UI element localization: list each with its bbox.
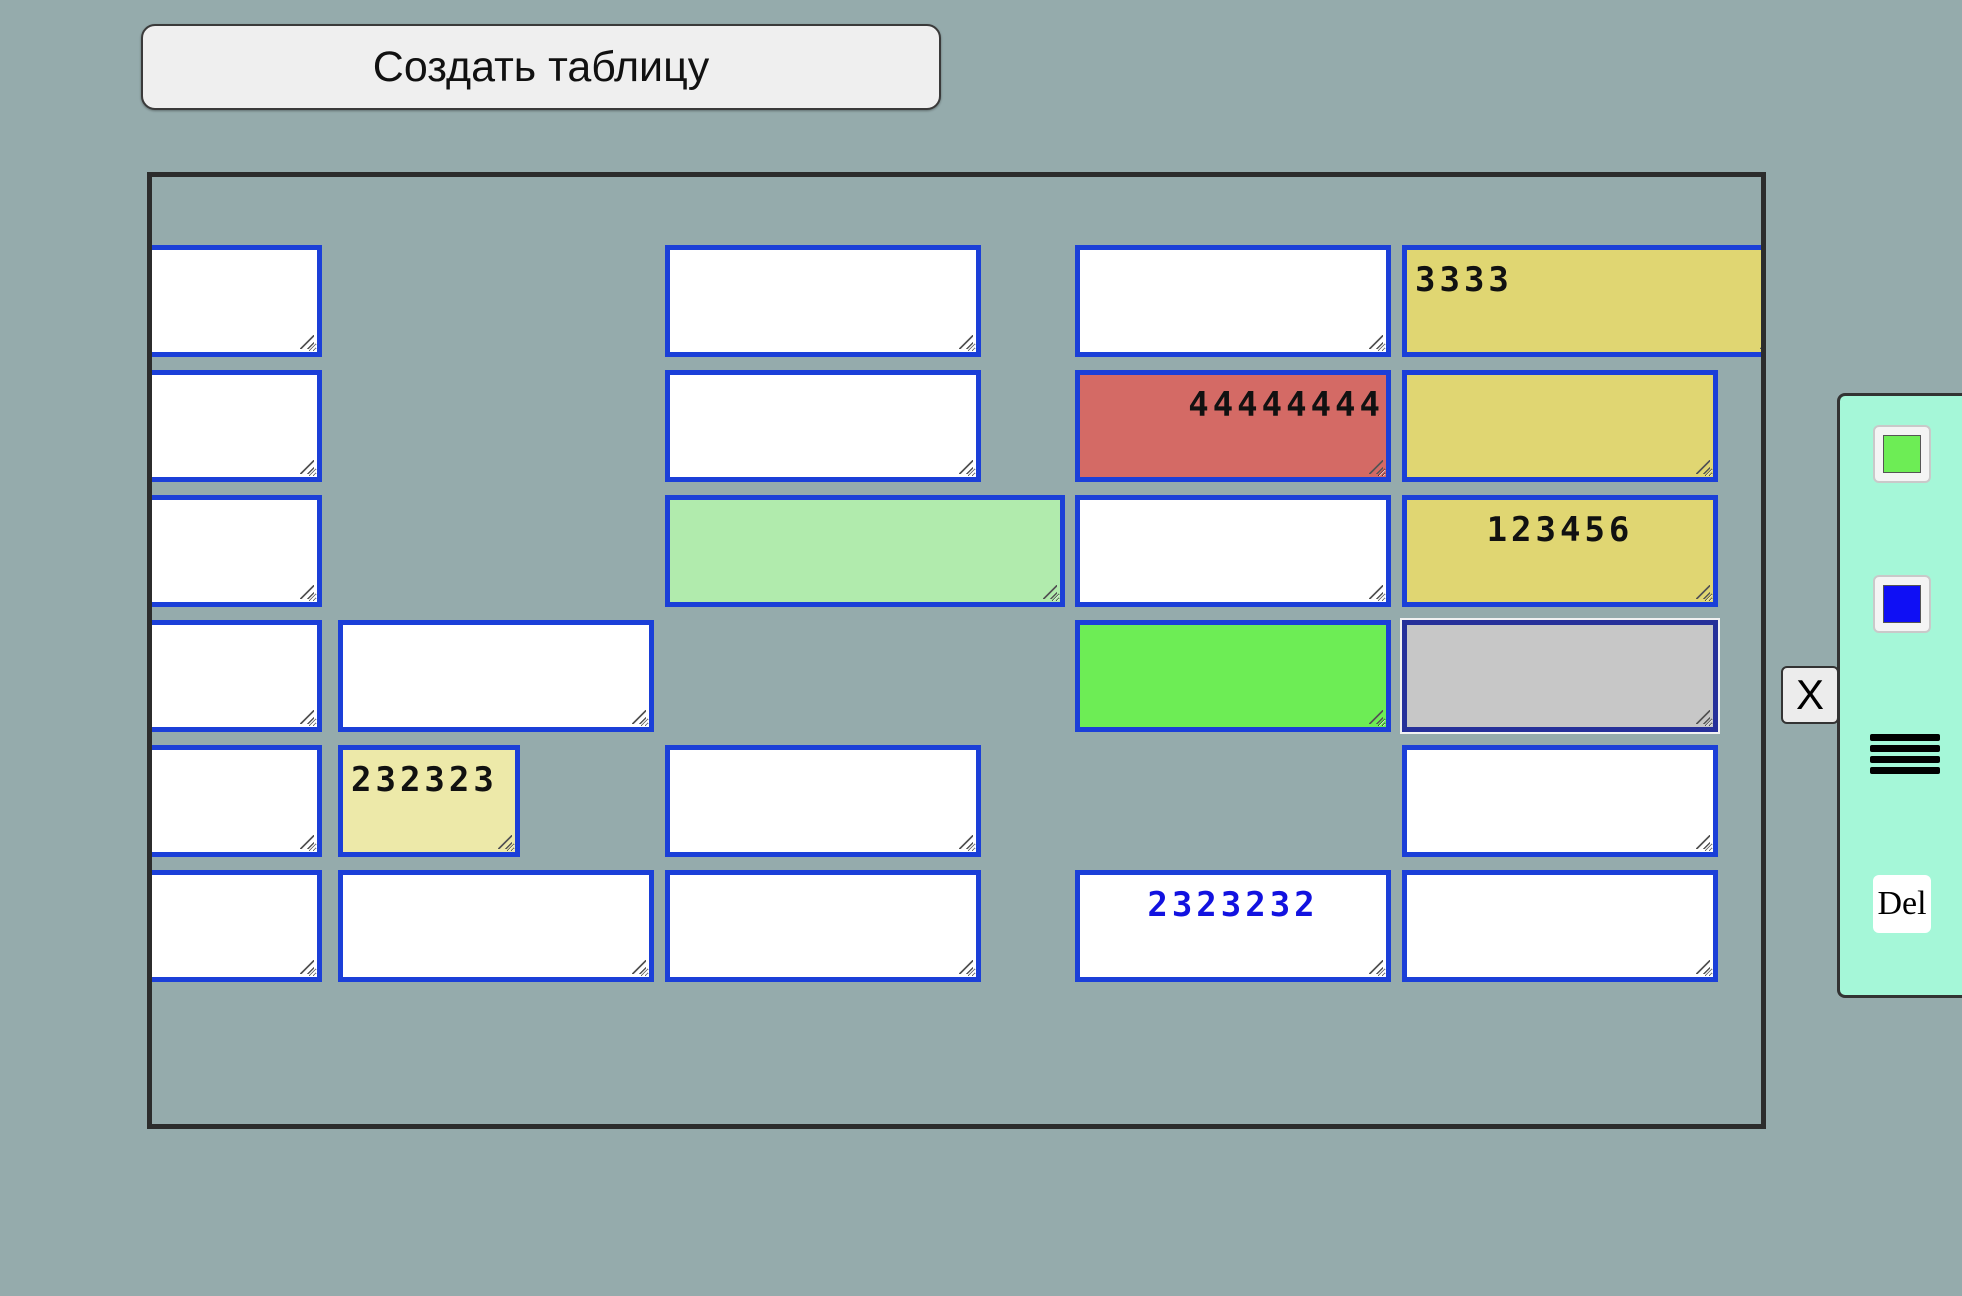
table-cell[interactable] xyxy=(665,745,981,857)
delete-button[interactable]: Del xyxy=(1873,875,1931,933)
table-cell[interactable]: 123456 xyxy=(1402,495,1718,607)
resize-handle[interactable] xyxy=(959,960,973,974)
green-color-button[interactable] xyxy=(1873,425,1931,483)
resize-handle[interactable] xyxy=(300,835,314,849)
resize-handle[interactable] xyxy=(1696,585,1710,599)
table-cell[interactable] xyxy=(665,495,1065,607)
table-cell[interactable] xyxy=(1402,370,1718,482)
table-cell[interactable] xyxy=(1075,495,1391,607)
table-cell[interactable] xyxy=(152,370,322,482)
resize-handle[interactable] xyxy=(300,335,314,349)
menu-button[interactable] xyxy=(1870,725,1940,783)
blue-swatch-icon xyxy=(1883,585,1921,623)
resize-handle[interactable] xyxy=(632,710,646,724)
table-cell[interactable] xyxy=(338,620,654,732)
resize-handle[interactable] xyxy=(1369,585,1383,599)
table-cell[interactable] xyxy=(665,370,981,482)
resize-handle[interactable] xyxy=(300,710,314,724)
resize-handle[interactable] xyxy=(1369,960,1383,974)
close-button[interactable]: X xyxy=(1781,666,1839,724)
resize-handle[interactable] xyxy=(300,460,314,474)
resize-handle[interactable] xyxy=(959,835,973,849)
table-cell[interactable] xyxy=(665,245,981,357)
resize-handle[interactable] xyxy=(959,335,973,349)
resize-handle[interactable] xyxy=(1696,710,1710,724)
table-cell[interactable] xyxy=(338,870,654,982)
resize-handle[interactable] xyxy=(1696,460,1710,474)
table-cell[interactable] xyxy=(1075,245,1391,357)
resize-handle[interactable] xyxy=(1369,335,1383,349)
resize-handle[interactable] xyxy=(498,835,512,849)
table-cell[interactable] xyxy=(152,745,322,857)
table-cell[interactable]: 2323232 xyxy=(1075,870,1391,982)
table-cell[interactable] xyxy=(152,870,322,982)
table-cell[interactable]: 232323 xyxy=(338,745,520,857)
resize-handle[interactable] xyxy=(1043,585,1057,599)
table-cell[interactable] xyxy=(152,495,322,607)
table-cell[interactable] xyxy=(152,620,322,732)
create-table-button[interactable]: Создать таблицу xyxy=(141,24,941,110)
resize-handle[interactable] xyxy=(300,585,314,599)
resize-handle[interactable] xyxy=(1696,835,1710,849)
resize-handle[interactable] xyxy=(1760,335,1761,349)
table-cell[interactable] xyxy=(1402,870,1718,982)
resize-handle[interactable] xyxy=(632,960,646,974)
table-cell[interactable] xyxy=(152,245,322,357)
resize-handle[interactable] xyxy=(959,460,973,474)
resize-handle[interactable] xyxy=(300,960,314,974)
blue-color-button[interactable] xyxy=(1873,575,1931,633)
table-cell[interactable]: 44444444 xyxy=(1075,370,1391,482)
resize-handle[interactable] xyxy=(1369,460,1383,474)
table-cell[interactable] xyxy=(1402,620,1718,732)
green-swatch-icon xyxy=(1883,435,1921,473)
side-panel: Del xyxy=(1837,393,1962,998)
table-cell[interactable] xyxy=(1402,745,1718,857)
table-cell[interactable] xyxy=(1075,620,1391,732)
resize-handle[interactable] xyxy=(1696,960,1710,974)
table-cell[interactable]: 3333 xyxy=(1402,245,1761,357)
table-cell[interactable] xyxy=(665,870,981,982)
resize-handle[interactable] xyxy=(1369,710,1383,724)
